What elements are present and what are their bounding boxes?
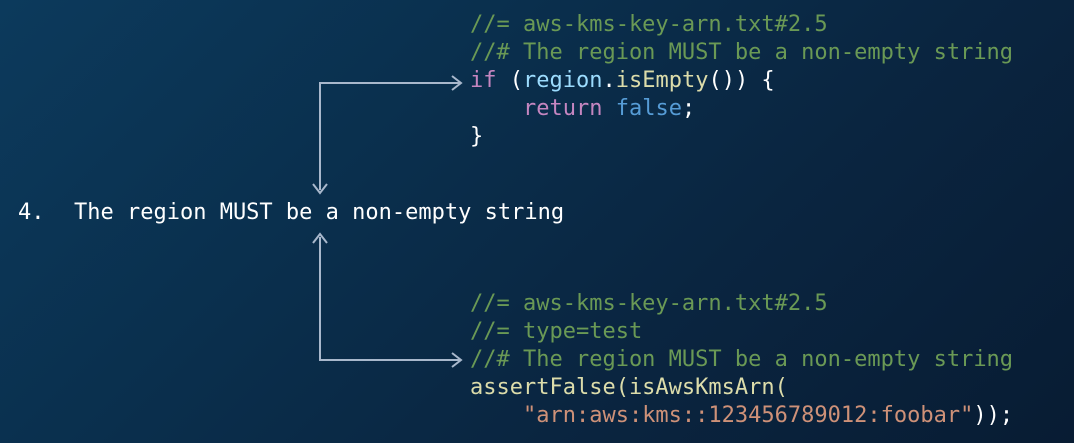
is-empty-method: isEmpty xyxy=(615,68,709,93)
requirement-line: 4. The region MUST be a non-empty string xyxy=(18,198,564,228)
indent xyxy=(470,96,523,121)
region-identifier: region xyxy=(523,68,603,93)
impl-annotation-line: //= aws-kms-key-arn.txt#2.5 xyxy=(470,12,828,37)
if-rest: ()) { xyxy=(708,68,775,93)
if-keyword: if xyxy=(470,68,497,93)
test-requirement-comment: //# The region MUST be a non-empty strin… xyxy=(470,347,1014,372)
arn-string-literal: "arn:aws:kms::123456789012:foobar" xyxy=(522,403,974,428)
arrowhead-down-icon xyxy=(312,183,328,195)
dot: . xyxy=(602,68,616,93)
bottom-connector xyxy=(312,232,463,368)
paren-open: ( xyxy=(496,68,523,93)
impl-if-statement: if (region.isEmpty()) { xyxy=(470,67,775,95)
impl-return-statement: return false; xyxy=(470,95,695,123)
test-arn-line: "arn:aws:kms::123456789012:foobar")); xyxy=(470,402,1013,430)
false-literal: false xyxy=(615,96,682,121)
indent xyxy=(470,403,523,428)
requirement-text: The region MUST be a non-empty string xyxy=(74,200,565,225)
semicolon: ; xyxy=(681,96,696,121)
top-connector xyxy=(312,75,463,195)
impl-requirement-comment: //# The region MUST be a non-empty strin… xyxy=(470,40,1014,65)
arrowhead-right-icon xyxy=(451,75,463,91)
return-keyword: return xyxy=(522,96,603,121)
impl-closing-brace: } xyxy=(470,124,484,149)
space xyxy=(602,96,615,121)
arrowhead-right-icon xyxy=(451,352,463,368)
requirement-number: 4. xyxy=(18,200,45,225)
test-annotation-line: //= aws-kms-key-arn.txt#2.5 xyxy=(470,291,828,316)
closing-parens: )); xyxy=(973,403,1014,428)
test-type-line: //= type=test xyxy=(470,319,643,344)
test-assert-line: assertFalse(isAwsKmsArn( xyxy=(470,375,788,400)
arrowhead-up-icon xyxy=(312,232,328,244)
